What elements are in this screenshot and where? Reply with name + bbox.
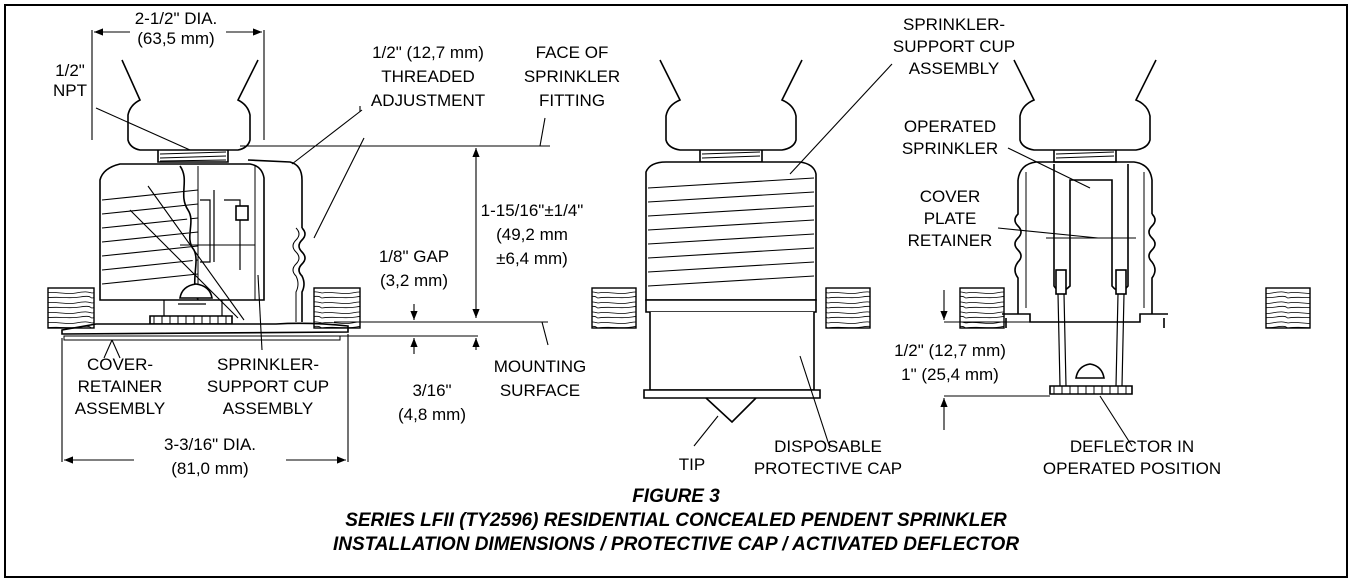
height-label-3: ±6,4 mm) xyxy=(496,249,568,268)
ceiling-right-b xyxy=(1265,287,1311,329)
face-label-1: FACE OF xyxy=(536,43,609,62)
ceiling-mid-b xyxy=(825,287,871,329)
mounting-label-2: SURFACE xyxy=(500,381,580,400)
figure-title-line1: SERIES LFII (TY2596) RESIDENTIAL CONCEAL… xyxy=(345,510,1007,531)
deflector-label-1: DEFLECTOR IN xyxy=(1070,437,1194,456)
right-view xyxy=(1002,59,1168,395)
middle-view xyxy=(643,59,821,424)
cap-label-2: PROTECTIVE CAP xyxy=(754,459,902,478)
face-label-3: FITTING xyxy=(539,91,605,110)
tip-label: TIP xyxy=(679,455,705,474)
deflector-label-2: OPERATED POSITION xyxy=(1043,459,1221,478)
gap-label-1: 1/8" GAP xyxy=(379,247,449,266)
height-label-1: 1-15/16"±1/4" xyxy=(481,201,584,220)
cover-plate-label-2: PLATE xyxy=(924,209,977,228)
ceiling-mid-a xyxy=(591,287,637,329)
cover-retainer-label-3: ASSEMBLY xyxy=(75,399,165,418)
bottom-dia-mm: (81,0 mm) xyxy=(171,459,248,478)
top-dia-label: 2-1/2" DIA. xyxy=(135,9,218,28)
mounting-label-1: MOUNTING xyxy=(494,357,587,376)
support-cup-label-1: SPRINKLER- xyxy=(217,355,319,374)
mid-support-cup-1: SPRINKLER- xyxy=(903,15,1005,34)
middle-cup xyxy=(645,161,817,301)
ceiling-left-b xyxy=(313,287,361,329)
protective-cap xyxy=(649,312,815,391)
cover-retainer-label-2: RETAINER xyxy=(78,377,163,396)
npt-label-1: 1/2" xyxy=(55,61,85,80)
ceiling-right-a xyxy=(959,287,1005,329)
cover-plate-label-1: COVER xyxy=(920,187,980,206)
face-label-2: SPRINKLER xyxy=(524,67,620,86)
pipe-fitting xyxy=(121,59,259,151)
operated-label-1: OPERATED xyxy=(904,117,996,136)
cover-retainer-label-1: COVER- xyxy=(87,355,153,374)
cover-plate-label-3: RETAINER xyxy=(908,231,993,250)
operated-label-2: SPRINKLER xyxy=(902,139,998,158)
threaded-label-3: ADJUSTMENT xyxy=(371,91,485,110)
npt-label-2: NPT xyxy=(53,81,87,100)
height-label-2: (49,2 mm xyxy=(496,225,568,244)
top-dia-mm: (63,5 mm) xyxy=(137,29,214,48)
threaded-label-1: 1/2" (12,7 mm) xyxy=(372,43,484,62)
threaded-label-2: THREADED xyxy=(381,67,475,86)
gap-label-2: (3,2 mm) xyxy=(380,271,448,290)
dim-half-inch: 1/2" (12,7 mm) xyxy=(894,341,1006,360)
figure-number: FIGURE 3 xyxy=(632,486,720,507)
support-cup-label-3: ASSEMBLY xyxy=(223,399,313,418)
left-view xyxy=(61,59,349,341)
mid-support-cup-3: ASSEMBLY xyxy=(909,59,999,78)
mid-support-cup-2: SUPPORT CUP xyxy=(893,37,1015,56)
depth-label-1: 3/16" xyxy=(412,381,451,400)
depth-label-2: (4,8 mm) xyxy=(398,405,466,424)
support-cup-label-2: SUPPORT CUP xyxy=(207,377,329,396)
figure-title-line2: INSTALLATION DIMENSIONS / PROTECTIVE CAP… xyxy=(332,534,1020,555)
ceiling-left-a xyxy=(47,287,95,329)
cap-label-1: DISPOSABLE xyxy=(774,437,882,456)
bottom-dia-label: 3-3/16" DIA. xyxy=(164,435,256,454)
dim-one-inch: 1" (25,4 mm) xyxy=(901,365,999,384)
